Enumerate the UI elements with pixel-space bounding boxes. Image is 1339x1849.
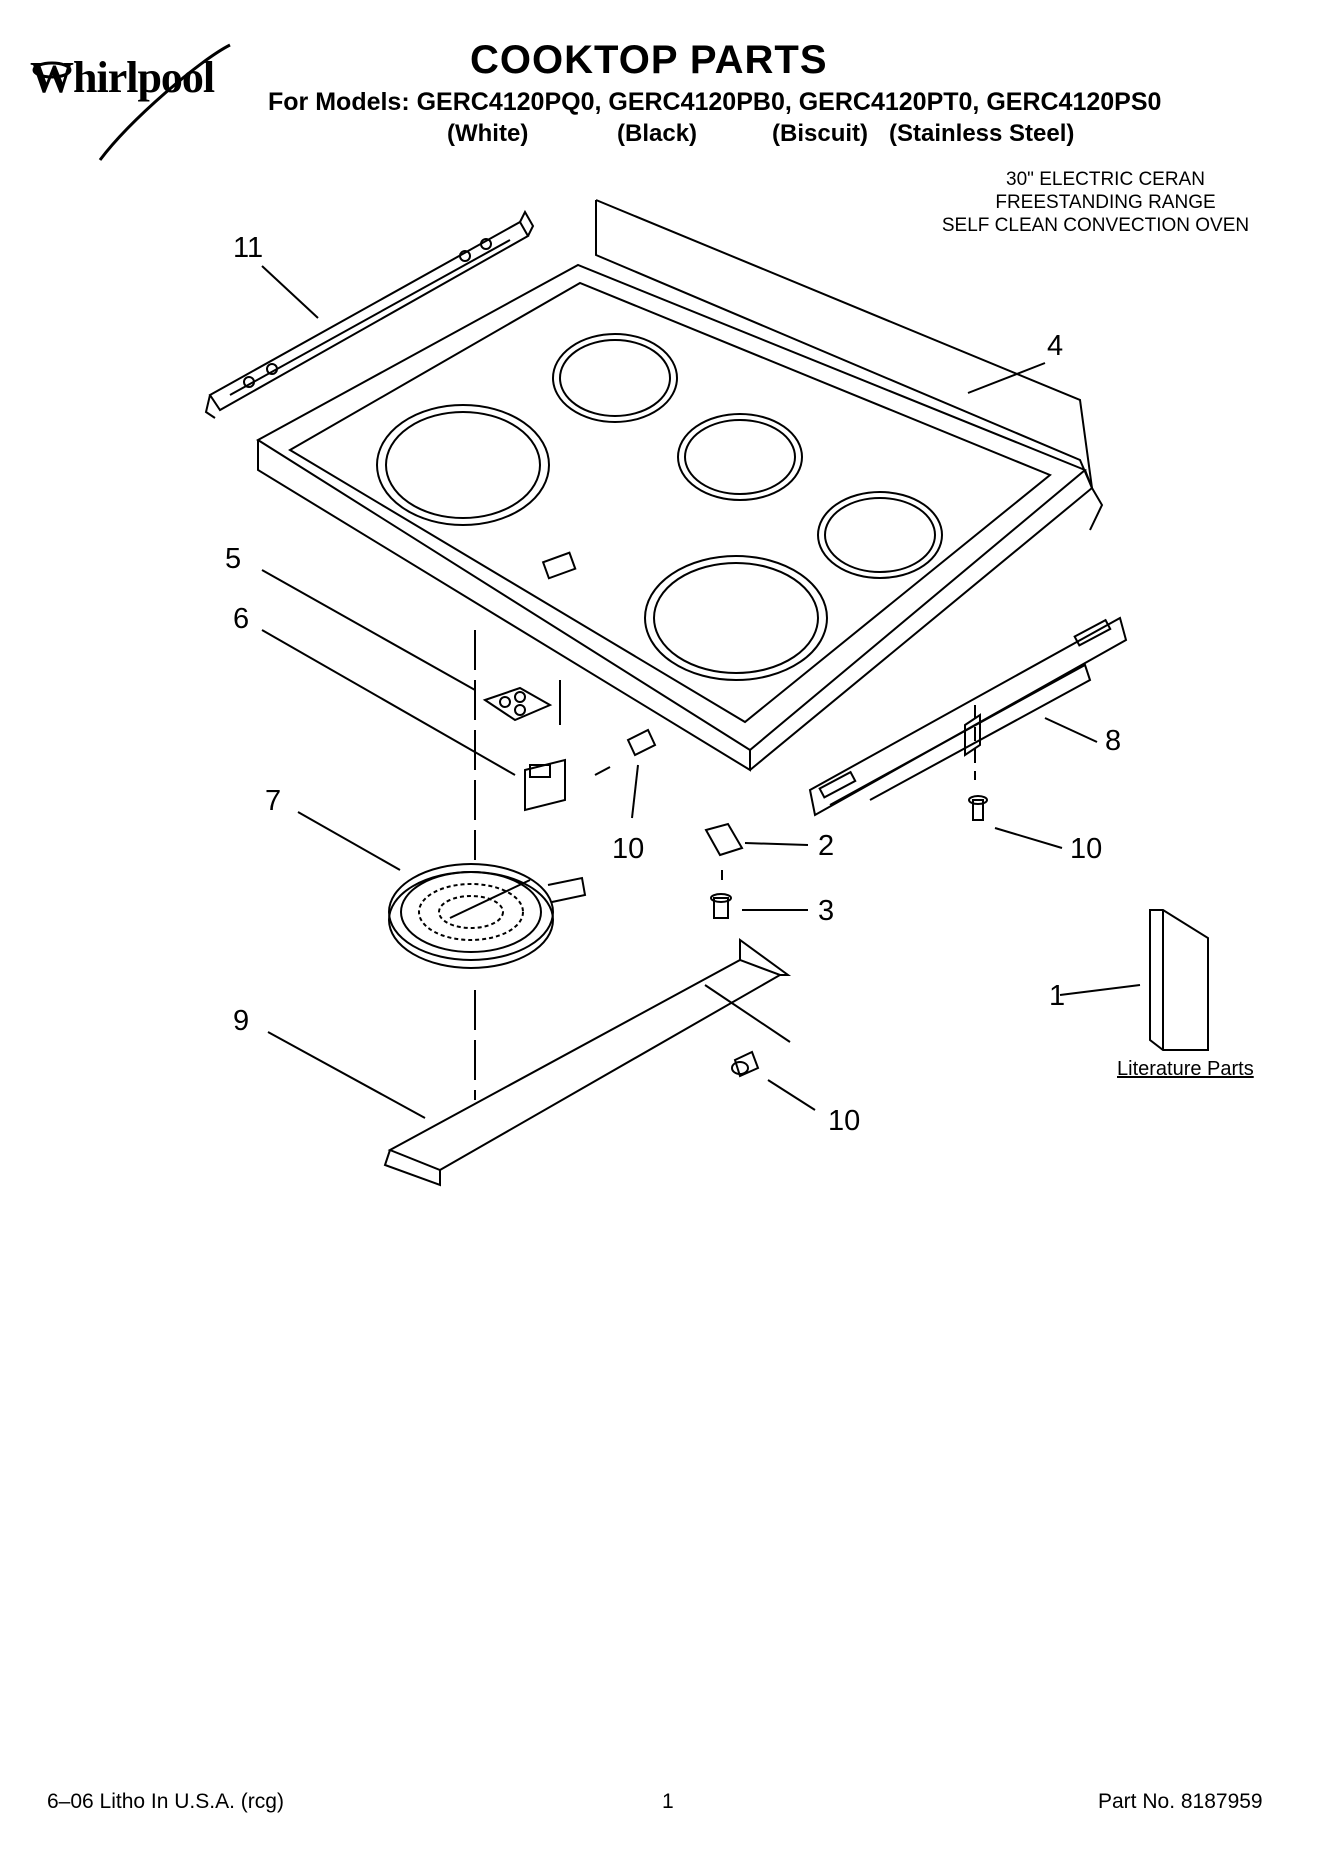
callout-7: 7 [265,785,282,817]
callout-10-a: 10 [612,833,645,865]
description-line-3: SELF CLEAN CONVECTION OVEN [941,215,1250,236]
callout-10-c: 10 [828,1105,861,1137]
callout-4: 4 [1047,330,1064,362]
models-line: For Models: GERC4120PQ0, GERC4120PB0, GE… [268,88,1162,116]
part-8-bracket [808,616,1128,817]
callout-6: 6 [233,603,250,635]
part-4-cooktop [256,199,1104,772]
variant-biscuit: (Biscuit) [772,120,868,147]
part-1-literature [1149,909,1209,1051]
range-description: 30" ELECTRIC CERAN FREESTANDING RANGE SE… [930,168,1281,237]
part-10-screw-b [968,795,988,821]
literature-parts-label: Literature Parts [1117,1058,1254,1080]
part-10-screw-a [594,728,657,776]
part-7-element [388,863,587,1100]
part-11-bracket [204,209,535,419]
part-6-plate [524,758,566,812]
page-title: COOKTOP PARTS [470,38,828,82]
callout-1: 1 [1049,980,1066,1012]
description-line-2: FREESTANDING RANGE [995,192,1216,213]
variant-black: (Black) [617,120,698,147]
part-9-rail [383,938,792,1187]
footer-part-number: Part No. 8187959 [1098,1790,1263,1813]
footer-litho: 6–06 Litho In U.S.A. (rcg) [47,1790,284,1813]
callout-11: 11 [233,232,264,264]
variant-white: (White) [447,120,529,147]
leader-lines [261,265,1141,1119]
part-3-screw [710,893,732,919]
callout-10-b: 10 [1070,833,1103,865]
callout-9: 9 [233,1005,250,1037]
footer-page-number: 1 [662,1790,674,1813]
part-5-switch [474,630,561,860]
description-line-1: 30" ELECTRIC CERAN [1006,169,1205,190]
callout-2: 2 [818,830,835,862]
part-2-clip [704,822,744,880]
callout-5: 5 [225,543,242,575]
variant-stainless: (Stainless Steel) [889,120,1075,147]
part-10-screw-c [731,1050,760,1078]
callout-8: 8 [1105,725,1122,757]
callout-3: 3 [818,895,835,927]
